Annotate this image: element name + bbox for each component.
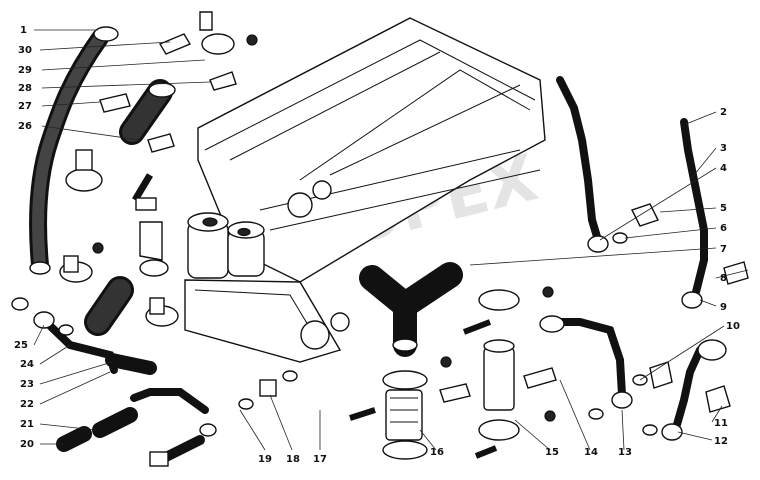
callout-8: 8 <box>720 273 727 284</box>
callout-29: 29 <box>18 65 32 76</box>
callout-27: 27 <box>18 101 32 112</box>
callout-24: 24 <box>20 359 34 370</box>
callout-7: 7 <box>720 244 727 255</box>
callout-4: 4 <box>720 163 727 174</box>
callout-15: 15 <box>545 447 559 458</box>
callout-18: 18 <box>286 454 300 465</box>
filter-canisters <box>187 212 265 279</box>
callout-19: 19 <box>258 454 272 465</box>
leader-lines <box>33 29 749 451</box>
callout-20: 20 <box>20 439 34 450</box>
callout-26: 26 <box>18 121 32 132</box>
callout-labels: 1 30 29 28 27 26 25 24 23 22 21 20 19 18… <box>14 25 740 465</box>
callout-21: 21 <box>20 419 34 430</box>
callout-1: 1 <box>20 25 27 36</box>
callout-10: 10 <box>726 321 740 332</box>
callout-16: 16 <box>430 447 444 458</box>
engine-block <box>184 17 546 363</box>
callout-9: 9 <box>720 302 727 313</box>
lower-left-pipes <box>11 297 298 467</box>
callout-6: 6 <box>720 223 727 234</box>
callout-28: 28 <box>18 83 32 94</box>
left-middle-parts <box>59 173 179 336</box>
callout-22: 22 <box>20 399 34 410</box>
callout-30: 30 <box>18 45 32 56</box>
callout-23: 23 <box>20 379 34 390</box>
callout-3: 3 <box>720 143 727 154</box>
callout-25: 25 <box>14 340 28 351</box>
upper-hose <box>29 26 119 275</box>
callout-12: 12 <box>714 436 728 447</box>
callout-14: 14 <box>584 447 598 458</box>
clamps-upper <box>65 11 258 192</box>
y-pipe-assembly <box>349 262 557 460</box>
callout-11: 11 <box>714 418 728 429</box>
callout-17: 17 <box>313 454 327 465</box>
callout-13: 13 <box>618 447 632 458</box>
callout-5: 5 <box>720 203 727 214</box>
short-hose-28 <box>119 79 176 145</box>
callout-2: 2 <box>720 107 727 118</box>
right-pipes <box>539 76 749 441</box>
